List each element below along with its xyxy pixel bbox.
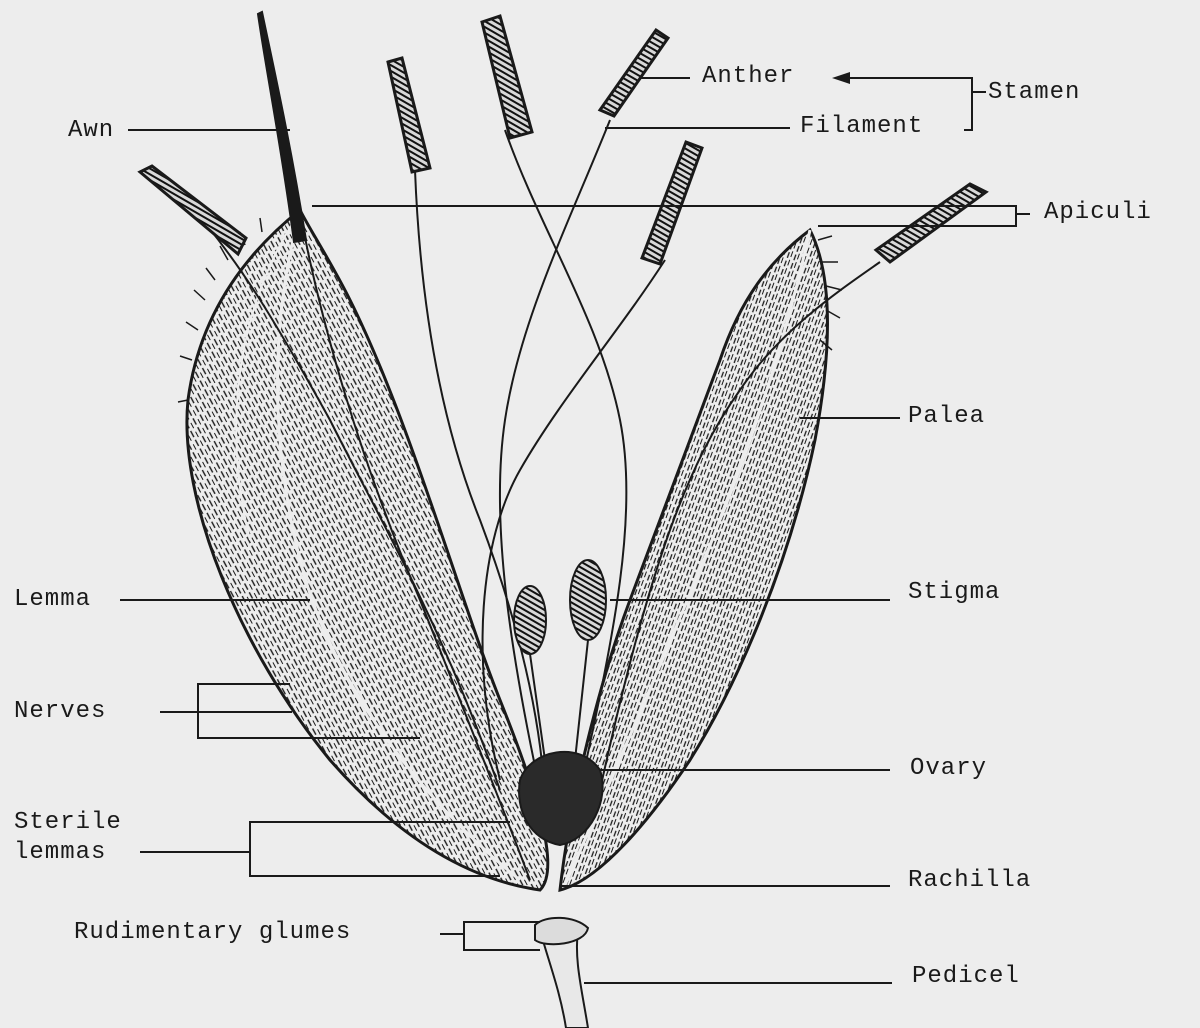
rachilla-label: Rachilla [908, 868, 1031, 894]
pedicel-shape [535, 918, 588, 1028]
awn-shape [258, 12, 306, 242]
stamen-label: Stamen [988, 80, 1080, 106]
pedicel-label: Pedicel [912, 964, 1020, 990]
rudimentary-glumes-label: Rudimentary glumes [74, 920, 351, 946]
stamen-bracket [960, 78, 986, 130]
anther-label: Anther [702, 64, 794, 90]
sterile-lemmas-label-line2: lemmas [14, 840, 106, 866]
sterile-lemmas-label-line1: Sterile [14, 810, 122, 836]
arrow-head [832, 72, 850, 84]
stigma-label: Stigma [908, 580, 1000, 606]
awn-label: Awn [68, 118, 114, 144]
nerves-label: Nerves [14, 699, 106, 725]
ovary-label: Ovary [910, 756, 987, 782]
filament-label: Filament [800, 114, 923, 140]
palea-label: Palea [908, 404, 985, 430]
apiculi-bracket [1012, 206, 1030, 226]
apiculi-label: Apiculi [1044, 200, 1152, 226]
lemma-shape [178, 210, 548, 890]
rudimentary-glumes-bracket [440, 922, 540, 950]
lemma-label: Lemma [14, 587, 91, 613]
